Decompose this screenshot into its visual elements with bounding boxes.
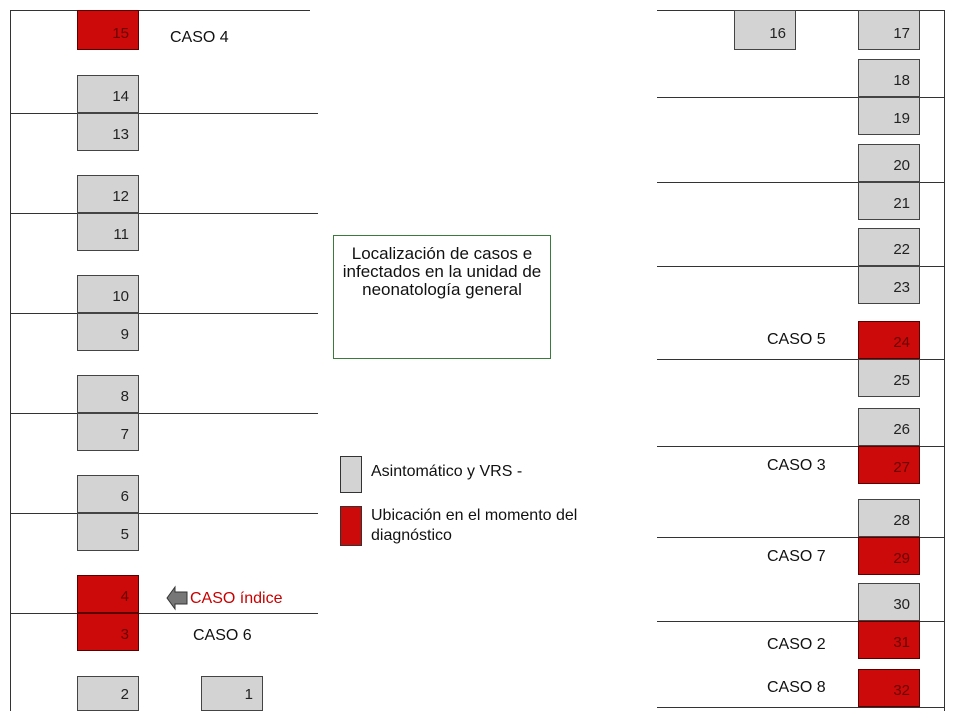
bed-31: 31 (858, 621, 920, 659)
right-partition (657, 266, 944, 267)
case-label-7: CASO 7 (767, 548, 826, 565)
bed-3: 3 (77, 613, 139, 651)
right-partition (657, 537, 944, 538)
right-wall (944, 10, 945, 711)
left-partition (10, 513, 318, 514)
bed-1: 1 (201, 676, 263, 711)
left-partition (10, 10, 310, 11)
bed-29: 29 (858, 537, 920, 575)
bed-14: 14 (77, 75, 139, 113)
bed-8: 8 (77, 375, 139, 413)
legend-swatch-gray (340, 456, 362, 493)
right-partition (657, 182, 944, 183)
arrow-left-icon (166, 585, 188, 611)
bed-7: 7 (77, 413, 139, 451)
right-partition (657, 707, 944, 708)
bed-11: 11 (77, 213, 139, 251)
right-partition (657, 97, 944, 98)
bed-23: 23 (858, 266, 920, 304)
left-partition (10, 213, 318, 214)
bed-22: 22 (858, 228, 920, 266)
bed-15: 15 (77, 10, 139, 50)
case-label-5: CASO 5 (767, 331, 826, 348)
left-partition (10, 313, 318, 314)
bed-9: 9 (77, 313, 139, 351)
left-partition (10, 113, 318, 114)
legend-label-diagnosis: Ubicación en el momento del diagnóstico (371, 507, 578, 544)
case-label-index: CASO índice (190, 590, 283, 607)
case-label-6: CASO 6 (193, 627, 252, 644)
bed-26: 26 (858, 408, 920, 446)
bed-20: 20 (858, 144, 920, 182)
bed-2: 2 (77, 676, 139, 711)
bed-30: 30 (858, 583, 920, 621)
left-partition (10, 413, 318, 414)
bed-6: 6 (77, 475, 139, 513)
bed-4: 4 (77, 575, 139, 613)
bed-27: 27 (858, 446, 920, 484)
right-partition (657, 359, 944, 360)
right-partition (657, 446, 944, 447)
bed-25: 25 (858, 359, 920, 397)
bed-17: 17 (858, 10, 920, 50)
case-label-2: CASO 2 (767, 636, 826, 653)
bed-32: 32 (858, 669, 920, 707)
bed-21: 21 (858, 182, 920, 220)
legend-label-asymptomatic: Asintomático y VRS - (371, 463, 523, 480)
bed-16: 16 (734, 10, 796, 50)
case-label-4: CASO 4 (170, 29, 229, 46)
bed-19: 19 (858, 97, 920, 135)
left-partition (10, 613, 318, 614)
case-label-3: CASO 3 (767, 457, 826, 474)
case-label-8: CASO 8 (767, 679, 826, 696)
bed-18: 18 (858, 59, 920, 97)
bed-5: 5 (77, 513, 139, 551)
right-partition (657, 10, 944, 11)
bed-12: 12 (77, 175, 139, 213)
bed-10: 10 (77, 275, 139, 313)
bed-24: 24 (858, 321, 920, 359)
bed-13: 13 (77, 113, 139, 151)
bed-28: 28 (858, 499, 920, 537)
left-wall (10, 10, 11, 711)
legend-swatch-red (340, 506, 362, 546)
diagram-title: Localización de casos e infectados en la… (333, 235, 551, 359)
right-partition (657, 621, 944, 622)
